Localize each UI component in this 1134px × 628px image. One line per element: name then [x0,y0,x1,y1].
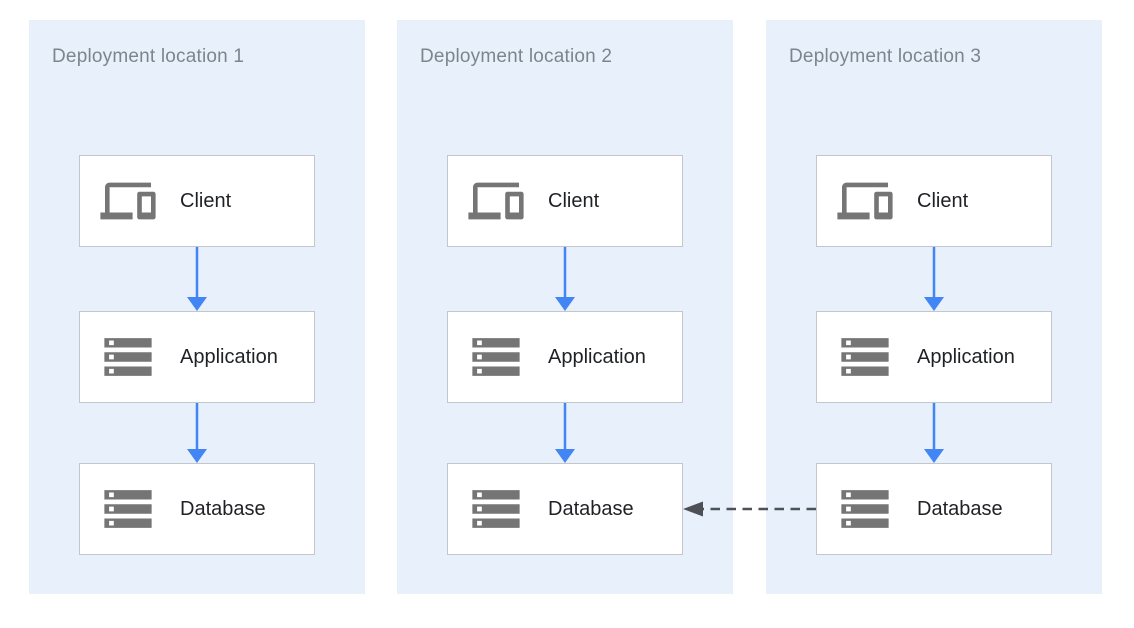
devices-icon [97,178,159,224]
server-stack-icon [465,487,527,531]
panel-title: Deployment location 2 [420,46,613,67]
node-database: Database [816,463,1052,555]
server-stack-icon [834,335,896,379]
devices-icon [465,178,527,224]
server-stack-icon [97,335,159,379]
panel-title: Deployment location 1 [52,46,245,67]
node-label: Application [917,345,1015,368]
node-client: Client [79,155,315,247]
node-label: Application [180,345,278,368]
arrow-application-to-database [187,403,207,463]
deployment-location-2-panel: Deployment location 2 Client Application… [397,20,733,594]
node-application: Application [816,311,1052,403]
arrow-application-to-database [555,403,575,463]
node-client: Client [447,155,683,247]
devices-icon [834,178,896,224]
arrow-client-to-application [924,247,944,311]
deployment-location-3-panel: Deployment location 3 Client Application… [766,20,1102,594]
node-label: Client [917,189,969,212]
arrow-application-to-database [924,403,944,463]
arrow-client-to-application [187,247,207,311]
node-label: Database [548,497,634,520]
server-stack-icon [97,487,159,531]
node-client: Client [816,155,1052,247]
panel-title: Deployment location 3 [789,46,982,67]
deployment-location-1-panel: Deployment location 1 Client Application… [29,20,365,594]
arrow-client-to-application [555,247,575,311]
node-database: Database [79,463,315,555]
node-label: Client [548,189,600,212]
server-stack-icon [465,335,527,379]
node-label: Client [180,189,232,212]
node-database: Database [447,463,683,555]
node-label: Application [548,345,646,368]
node-label: Database [180,497,266,520]
node-label: Database [917,497,1003,520]
server-stack-icon [834,487,896,531]
node-application: Application [447,311,683,403]
node-application: Application [79,311,315,403]
